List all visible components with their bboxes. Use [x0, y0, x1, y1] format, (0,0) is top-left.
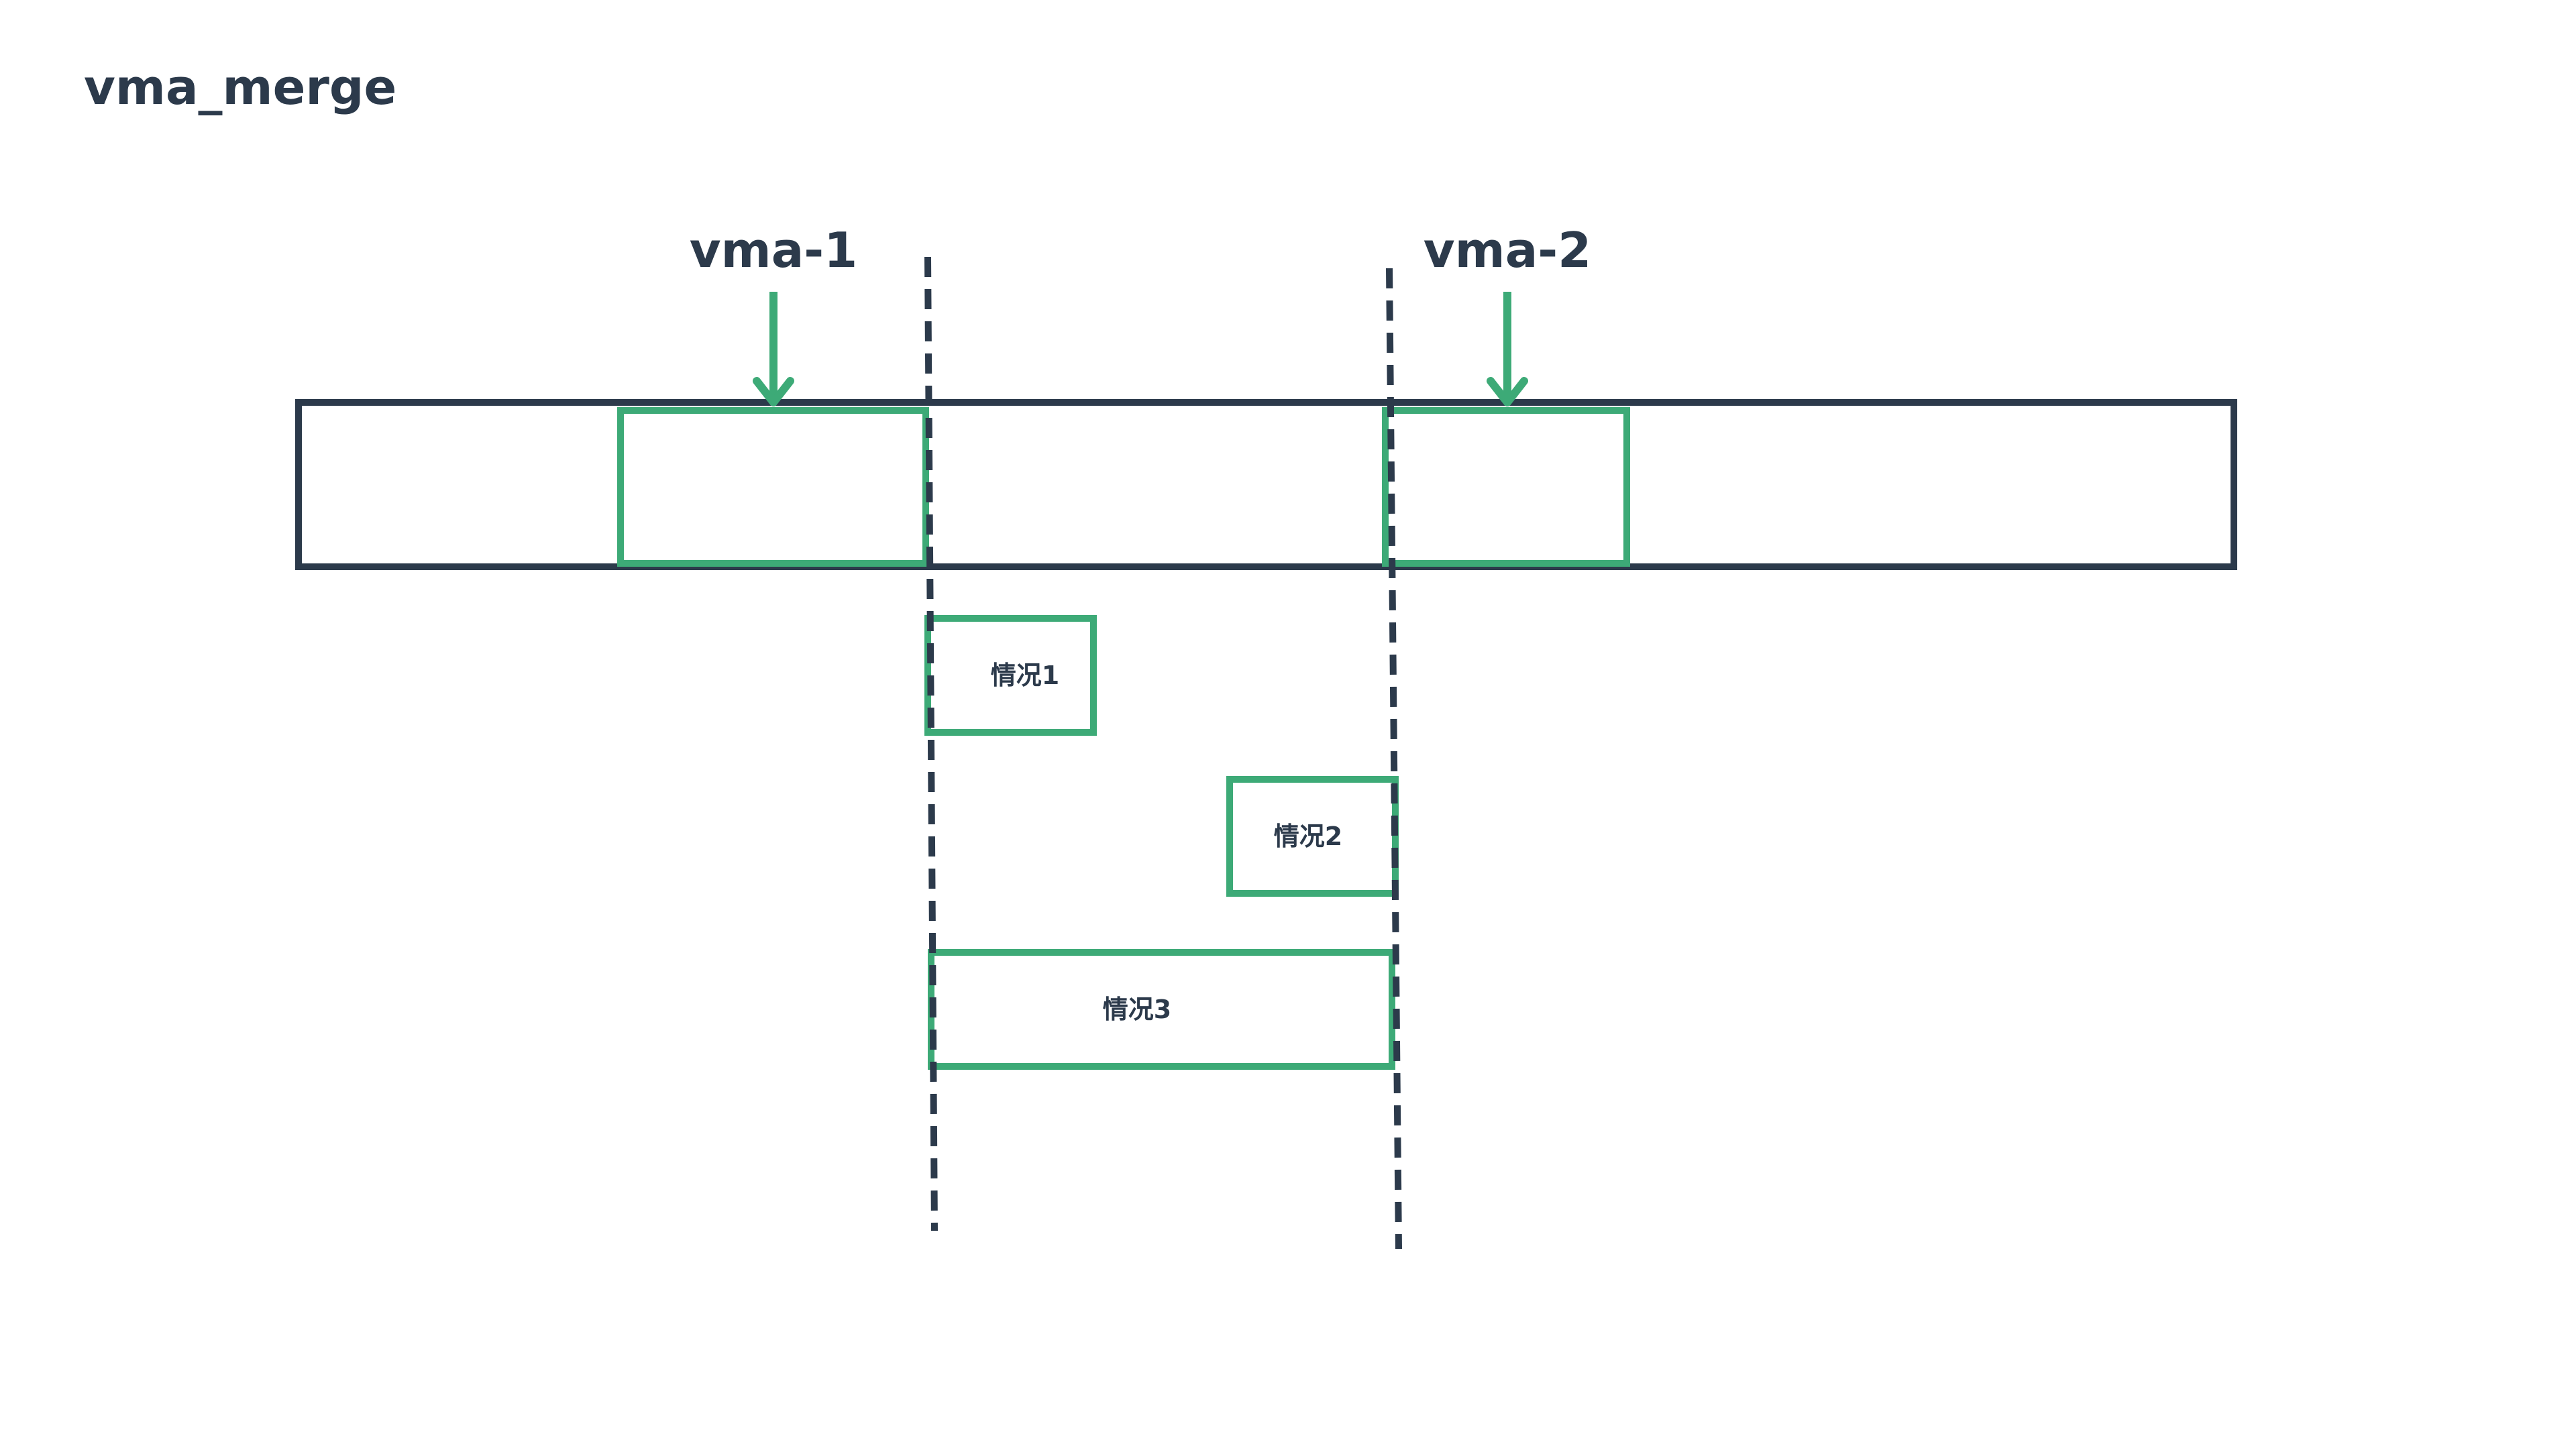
case-3-label: 情况3: [1103, 995, 1171, 1024]
vma-2-pointer-arrow: [1487, 292, 1528, 406]
case-2-label: 情况2: [1274, 822, 1342, 851]
vma-1-label: vma-1: [690, 222, 858, 278]
vma-1-end-boundary-line: [924, 256, 938, 1231]
vma-2-box: [1382, 407, 1630, 567]
case-1-label: 情况1: [991, 661, 1059, 690]
vma-2-label: vma-2: [1424, 222, 1592, 278]
vma-1-box: [617, 407, 929, 567]
vma-2-start-boundary-line: [1386, 268, 1402, 1250]
case-1-box: [924, 615, 1097, 736]
address-space-bar: [295, 399, 2237, 570]
vma-1-pointer-arrow: [753, 292, 794, 406]
case-2-box: [1226, 776, 1399, 897]
diagram-title: vma_merge: [84, 59, 396, 115]
